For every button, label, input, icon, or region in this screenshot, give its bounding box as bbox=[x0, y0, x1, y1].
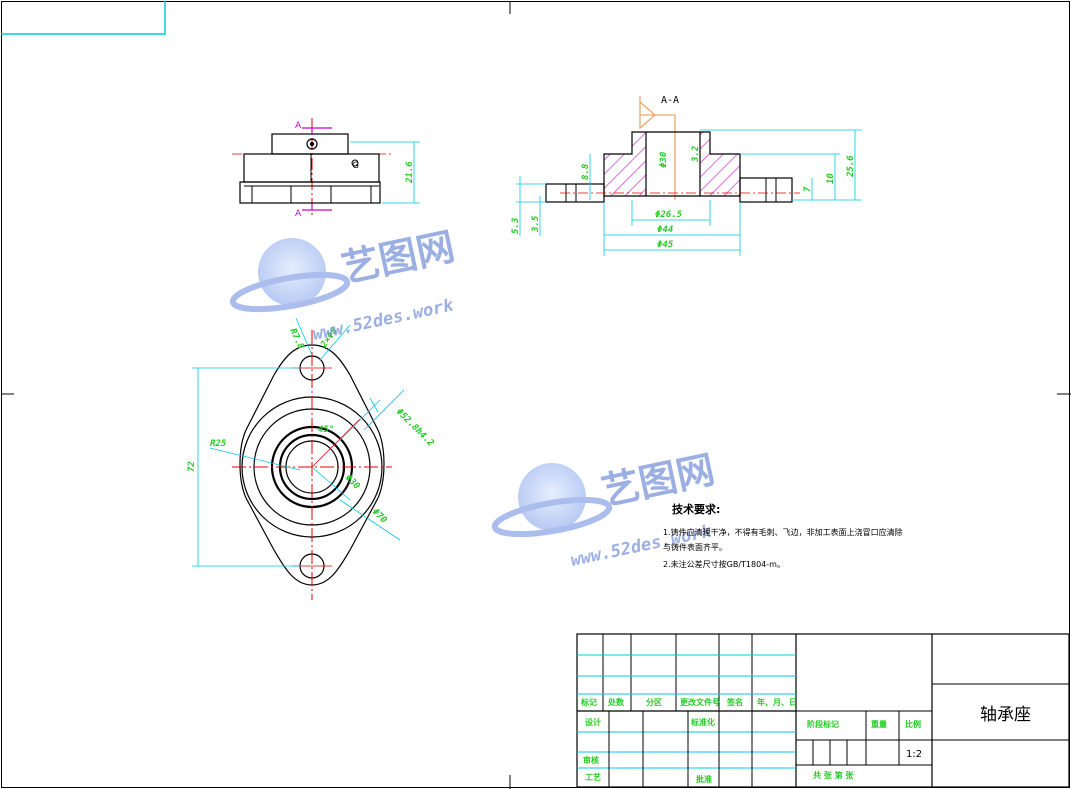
height-dim-front: 21.6 bbox=[405, 161, 415, 184]
section-height-total: 25.6 bbox=[846, 155, 856, 178]
tech-line-3: 2.未注公差尺寸按GB/T1804-m。 bbox=[663, 559, 785, 569]
watermark-1: 艺图网 www.52des.work bbox=[229, 224, 459, 345]
top-view: 72 R25 R7.8 2×Φ8 Φ52.8h4.2 45° Φ30 Φ70 bbox=[187, 317, 436, 600]
front-view: G A A 21.6 bbox=[232, 118, 420, 219]
top-radius-small: R7.8 bbox=[287, 327, 305, 351]
section-bore-label: Φ30 bbox=[659, 151, 669, 168]
section-mark-top: A bbox=[295, 121, 302, 131]
tb-ratio: 比例 bbox=[905, 719, 921, 729]
watermark-1-url: www.52des.work bbox=[311, 295, 456, 345]
top-pcd-dim: Φ52.8h4.2 bbox=[394, 407, 436, 449]
tb-designer: 设计 bbox=[585, 717, 601, 727]
tb-label-mark: 标记 bbox=[580, 697, 597, 707]
tb-reviewer: 审核 bbox=[583, 755, 599, 765]
tb-label-doc: 更改文件号 bbox=[680, 697, 720, 707]
tb-part-name: 轴承座 bbox=[980, 705, 1031, 725]
tb-process: 工艺 bbox=[585, 772, 601, 782]
section-step: 8.8 bbox=[581, 164, 591, 180]
technical-requirements: 技术要求: 1.铸件应清理干净，不得有毛刺、飞边，非加工表面上浇冒口应清除 与铸… bbox=[663, 502, 903, 569]
section-mid-dia: Φ44 bbox=[657, 225, 673, 235]
section-view: A-A 25.6 10 7 5.3 3.5 8.8 3.2 Φ30 bbox=[511, 95, 862, 256]
section-title: A-A bbox=[661, 95, 679, 106]
section-base-b: 3.5 bbox=[531, 215, 541, 233]
tb-stage-mark: 阶段标记 bbox=[807, 719, 839, 729]
tech-heading: 技术要求: bbox=[672, 502, 720, 516]
tb-approve: 批准 bbox=[696, 774, 712, 784]
section-bore-depth: 3.2 bbox=[691, 146, 701, 163]
top-outer-ring: Φ70 bbox=[370, 507, 389, 526]
section-base-a: 5.3 bbox=[511, 218, 521, 234]
tech-line-2: 与铸件表面齐平。 bbox=[663, 542, 727, 552]
section-mark-bottom: A bbox=[295, 209, 302, 219]
title-block: 标记 处数 分区 更改文件号 签名 年、月、日 设计 标准化 审核 工艺 批准 … bbox=[576, 633, 1070, 788]
section-height-a: 10 bbox=[826, 173, 836, 184]
top-radius-large: R25 bbox=[210, 439, 227, 449]
tb-weight: 重量 bbox=[871, 719, 887, 729]
tech-line-1: 1.铸件应清理干净，不得有毛刺、飞边，非加工表面上浇冒口应清除 bbox=[663, 527, 903, 537]
tb-sheets: 共 张 第 张 bbox=[813, 770, 854, 780]
tb-label-count: 处数 bbox=[607, 697, 625, 707]
tb-label-zone: 分区 bbox=[646, 697, 662, 707]
tb-label-sign: 签名 bbox=[726, 697, 743, 707]
hole-label: G bbox=[352, 161, 359, 171]
tb-standardization: 标准化 bbox=[690, 717, 715, 727]
top-length-dim: 72 bbox=[187, 461, 197, 472]
section-outer-dia: Φ45 bbox=[657, 240, 674, 250]
top-angle: 45° bbox=[318, 425, 334, 435]
section-height-b: 7 bbox=[803, 186, 813, 192]
watermark-1-brand: 艺图网 bbox=[338, 224, 459, 291]
section-inner-dia: Φ26.5 bbox=[655, 210, 683, 220]
tb-label-date: 年、月、日 bbox=[757, 697, 797, 707]
tb-scale: 1:2 bbox=[906, 749, 922, 760]
